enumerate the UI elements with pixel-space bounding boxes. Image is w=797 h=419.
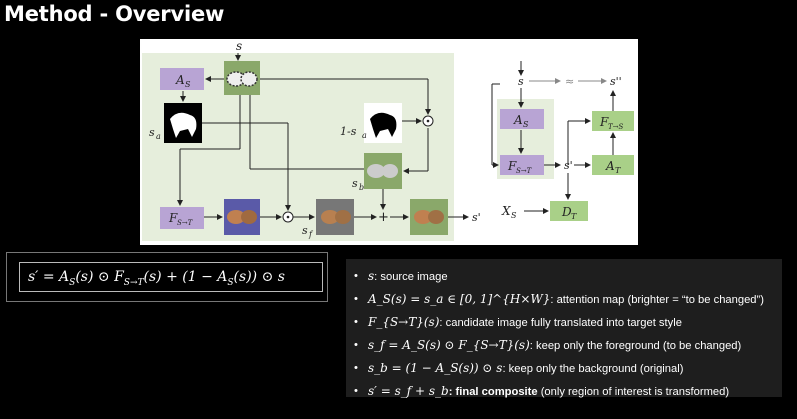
A_S-box (160, 68, 204, 90)
svg-text:T: T (571, 212, 577, 221)
svg-text:F: F (507, 159, 517, 173)
note-item: s: source image (346, 265, 782, 288)
note-item: s_b = (1 − A_S(s)) ⊙ s: keep only the ba… (346, 357, 782, 380)
svg-text:s: s (352, 177, 358, 190)
svg-text:s: s (518, 75, 524, 88)
svg-text:A: A (605, 159, 615, 173)
svg-text:s': s' (472, 211, 481, 224)
svg-text:S→T: S→T (177, 219, 194, 227)
svg-text:D: D (561, 205, 572, 219)
right-AT-box (592, 155, 634, 175)
svg-text:b: b (359, 183, 364, 192)
svg-text:+: + (378, 210, 389, 225)
right-F-box (500, 155, 544, 175)
right-A_S-box (500, 109, 544, 129)
s-top-label: s (236, 39, 242, 53)
svg-text:s'': s'' (610, 75, 622, 88)
svg-text:X: X (501, 204, 511, 218)
notes-panel: s: source image A_S(s) = s_a ∈ [0, 1]^{H… (346, 259, 782, 402)
svg-text:A: A (513, 113, 523, 127)
svg-text:s: s (302, 224, 308, 237)
svg-text:T: T (615, 166, 621, 175)
svg-text:S→T: S→T (516, 167, 533, 175)
svg-text:S: S (511, 211, 517, 220)
right-FT-box (592, 111, 634, 131)
A_S-label: A (175, 73, 185, 87)
svg-text:T→S: T→S (608, 123, 624, 131)
note-item: F_{S→T}(s): candidate image fully transl… (346, 311, 782, 334)
svg-text:s': s' (564, 159, 573, 172)
svg-text:s: s (149, 126, 155, 139)
composite-formula: s′ = AS(s) ⊙ FS→T(s) + (1 − AS(s)) ⊙ s (19, 262, 323, 292)
svg-text:a: a (156, 132, 161, 141)
svg-text:F: F (599, 115, 609, 129)
F-box (160, 207, 204, 229)
page-title: Method - Overview (4, 2, 225, 26)
svg-text:F: F (168, 211, 178, 225)
svg-text:1-s: 1-s (340, 125, 357, 138)
note-item: s_f = A_S(s) ⊙ F_{S→T}(s): keep only the… (346, 334, 782, 357)
svg-text:S: S (185, 80, 191, 89)
method-diagram: A S s s a F S→T s f + 1-s a s b s' (140, 39, 638, 245)
right-D-box (550, 201, 588, 221)
svg-text:f: f (308, 230, 314, 239)
formula-box: s′ = AS(s) ⊙ FS→T(s) + (1 − AS(s)) ⊙ s (6, 252, 328, 302)
note-item: A_S(s) = s_a ∈ [0, 1]^{H×W}: attention m… (346, 288, 782, 311)
svg-text:S: S (523, 120, 529, 129)
svg-text:a: a (362, 131, 367, 140)
svg-text:≈: ≈ (565, 75, 574, 88)
note-item: s′ = s_f + s_b: final composite (only re… (346, 380, 782, 403)
